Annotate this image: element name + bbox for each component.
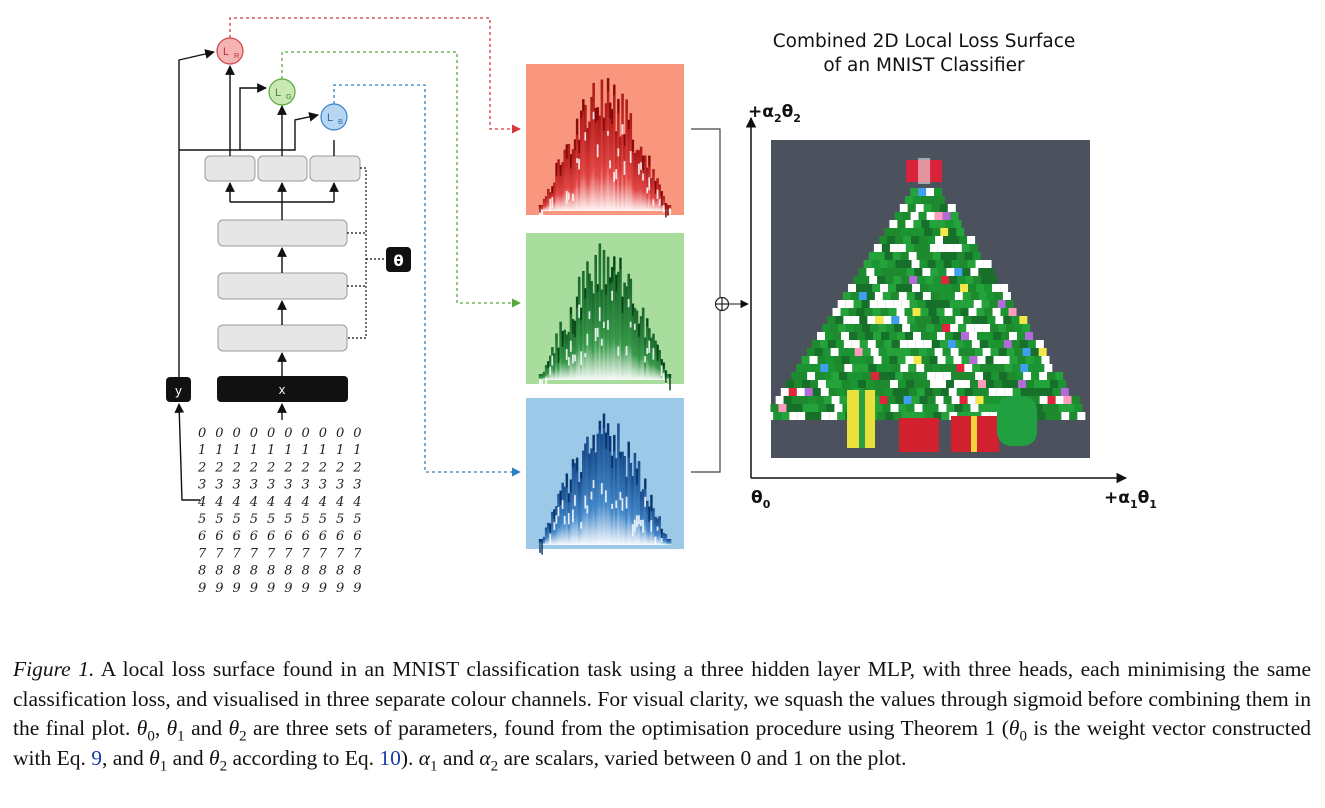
surface-blue — [526, 398, 684, 555]
christmas-tree-image — [765, 158, 1086, 452]
loss-node-g: L G — [268, 78, 296, 106]
caption-text-1: A local loss surface found in an MNIST c… — [13, 657, 1311, 740]
mnist-row: 3 3 3 3 3 3 3 3 3 3 — [198, 478, 363, 493]
head-box-r — [204, 155, 256, 182]
mnist-row: 2 2 2 2 2 2 2 2 2 2 — [197, 460, 363, 475]
theta-links — [347, 167, 386, 339]
loss-b-label: L — [327, 112, 333, 124]
red-connector — [229, 17, 521, 134]
loss-node-r: L R — [216, 37, 244, 65]
mnist-row: 0 0 0 0 0 0 0 0 0 0 — [198, 426, 363, 441]
combine-bracket — [691, 128, 721, 473]
green-connector — [281, 51, 521, 308]
hidden-layer-3 — [217, 219, 348, 247]
combined-plot: Combined 2D Local Loss Surface of an MNI… — [745, 31, 1157, 511]
loss-r-sub: R — [234, 51, 240, 60]
eq-ref-10[interactable]: 10 — [379, 745, 401, 770]
blue-connector — [333, 84, 521, 477]
loss-g-sub: G — [286, 92, 292, 101]
mnist-row: 7 7 7 7 7 7 7 7 7 7 — [198, 546, 363, 561]
mnist-row: 6 6 6 6 6 6 6 6 6 6 — [198, 529, 363, 544]
head-box-g — [257, 155, 308, 182]
target-box — [166, 377, 191, 402]
network-diagram: x y θ — [166, 17, 521, 596]
plot-title-line2: of an MNIST Classifier — [823, 55, 1025, 76]
surface-green — [526, 233, 684, 393]
hidden-layer-2 — [217, 272, 348, 300]
mnist-row: 4 4 4 4 4 4 4 4 4 4 — [197, 495, 363, 510]
hidden-layer-1 — [217, 324, 348, 352]
eq-ref-9[interactable]: 9 — [91, 745, 102, 770]
figure-1: x y θ — [166, 17, 1157, 596]
x-axis-label: +α1θ1 — [1104, 488, 1157, 511]
mnist-row: 1 1 1 1 1 1 1 1 1 1 — [198, 443, 363, 458]
input-box — [217, 376, 348, 402]
mnist-row: 5 5 5 5 5 5 5 5 5 5 — [198, 512, 363, 527]
head-box-b — [309, 155, 361, 182]
mnist-digits: 0 0 0 0 0 0 0 0 0 0 1 1 1 1 1 1 1 1 1 1 2 … — [197, 426, 363, 596]
origin-label: θ0 — [751, 488, 771, 511]
loss-r-label: L — [223, 46, 229, 58]
loss-node-b: L B — [320, 103, 348, 131]
theta-box — [386, 247, 411, 272]
loss-g-label: L — [275, 87, 281, 99]
caption-lead: Figure 1. — [13, 657, 95, 681]
loss-b-sub: B — [338, 117, 343, 126]
input-label: x — [279, 382, 286, 397]
target-label: y — [175, 383, 182, 398]
mnist-row: 9 9 9 9 9 9 9 9 9 9 — [198, 581, 363, 596]
figure-caption: Figure 1. A local loss surface found in … — [13, 657, 1311, 774]
plot-title-line1: Combined 2D Local Loss Surface — [773, 31, 1076, 52]
loss-surfaces — [526, 64, 749, 555]
y-axis-label: +α2θ2 — [748, 102, 801, 125]
surface-red — [526, 64, 684, 218]
mnist-row: 8 8 8 8 8 8 8 8 8 8 — [198, 564, 363, 579]
theta-label: θ — [393, 252, 403, 270]
